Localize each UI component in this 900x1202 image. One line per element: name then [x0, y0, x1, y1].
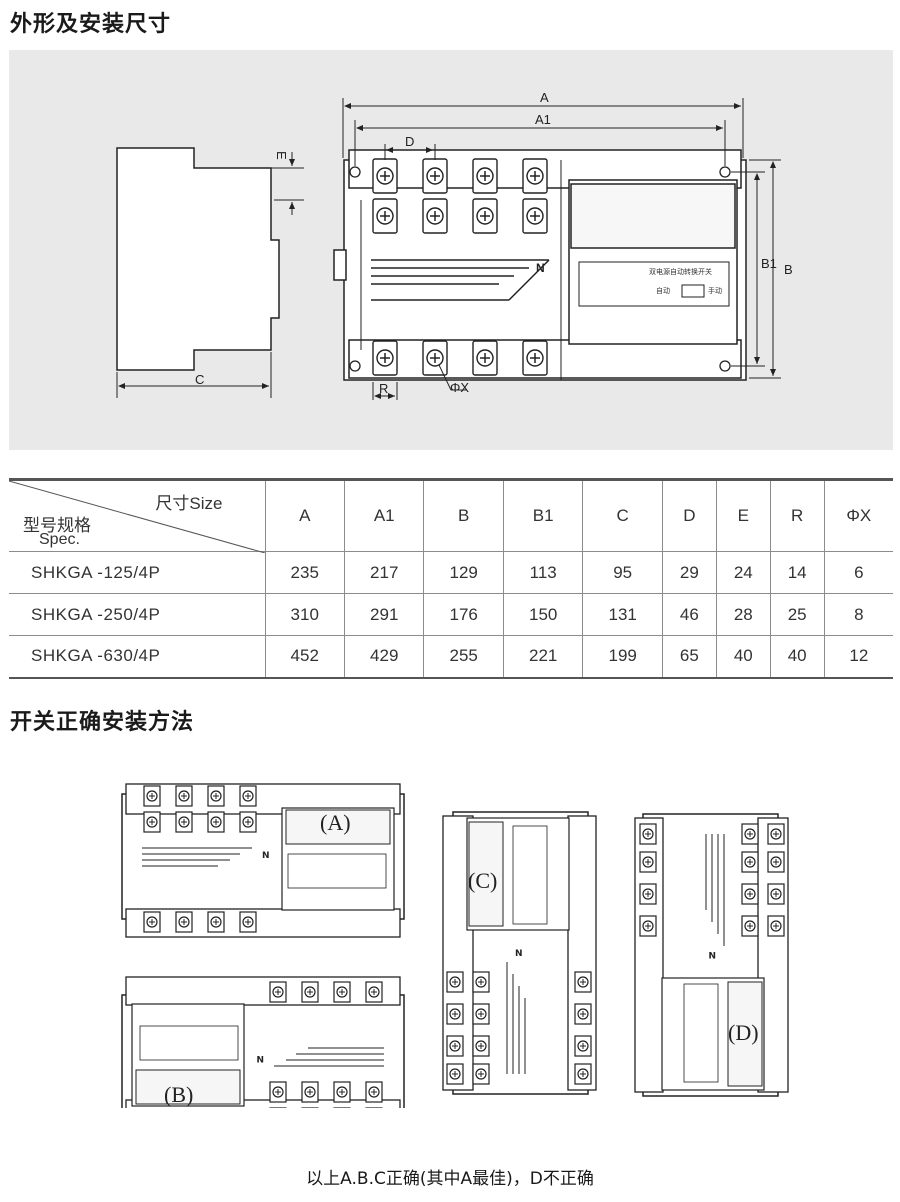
panel-title: 双电源自动转换开关 — [649, 267, 712, 276]
table-cell: 29 — [661, 551, 717, 594]
table-cell: 46 — [661, 593, 717, 636]
table-cell: 24 — [715, 551, 771, 594]
table-cell: 235 — [264, 551, 345, 594]
corner-model-label: 型号规格 — [23, 516, 91, 535]
table-cell: 95 — [582, 551, 663, 594]
corner-spec-label: Spec. — [39, 531, 80, 548]
column-header: E — [715, 478, 771, 552]
manual-label: 手动 — [708, 286, 722, 295]
model-cell: SHKGA -630/4P — [9, 635, 266, 679]
install-label-a: (A) — [320, 810, 351, 835]
dim-label-c: C — [195, 372, 204, 387]
table-cell: 113 — [502, 551, 584, 594]
install-diagram-d — [635, 814, 788, 1096]
table-row: SHKGA -250/4P 310 291 176 150 131 46 28 … — [9, 593, 893, 636]
dimension-drawing-panel: C E N 双电源自动转换开关 自动 手动 — [9, 50, 893, 450]
section-title-installation: 开关正确安装方法 — [10, 710, 195, 735]
dimension-drawing: C E N 双电源自动转换开关 自动 手动 — [116, 90, 793, 400]
table-cell: 452 — [264, 635, 345, 679]
table-cell: 199 — [582, 635, 663, 679]
table-cell: 8 — [823, 593, 893, 636]
dim-label-e: E — [274, 151, 289, 160]
dimension-table: 尺寸Size 型号规格 Spec. A A1 B B1 C D E R ΦX S… — [9, 478, 893, 679]
install-label-d: (D) — [728, 1020, 759, 1045]
label-n: N — [536, 261, 545, 275]
table-cell: 221 — [502, 635, 584, 679]
table-cell: 129 — [423, 551, 504, 594]
model-cell: SHKGA -250/4P — [9, 593, 266, 636]
install-label-b: (B) — [164, 1082, 193, 1107]
table-cell: 131 — [582, 593, 663, 636]
dim-label-d: D — [405, 134, 414, 149]
table-cell: 255 — [423, 635, 504, 679]
dim-label-b1: B1 — [761, 256, 777, 271]
dim-label-r: R — [379, 381, 388, 396]
table-cell: 28 — [715, 593, 771, 636]
table-cell: 150 — [502, 593, 584, 636]
column-header: R — [769, 478, 825, 552]
dim-label-phix: ΦX — [450, 380, 469, 395]
table-cell: 40 — [715, 635, 771, 679]
table-cell: 429 — [343, 635, 425, 679]
side-view — [116, 147, 304, 398]
table-cell: 40 — [769, 635, 825, 679]
installation-drawings: N N (A) (B) (C) (D) — [110, 778, 800, 1108]
table-cell: 291 — [343, 593, 425, 636]
section-title-dimensions: 外形及安装尺寸 — [10, 12, 172, 37]
table-cell: 176 — [423, 593, 504, 636]
install-diagram-c — [443, 812, 596, 1094]
table-cell: 65 — [661, 635, 717, 679]
model-cell: SHKGA -125/4P — [9, 551, 266, 594]
install-label-c: (C) — [468, 868, 497, 893]
table-row: SHKGA -630/4P 452 429 255 221 199 65 40 … — [9, 635, 893, 679]
table-cell: 310 — [264, 593, 345, 636]
install-diagram-a — [122, 784, 404, 937]
table-row: SHKGA -125/4P 235 217 129 113 95 29 24 1… — [9, 551, 893, 594]
auto-label: 自动 — [656, 286, 670, 295]
table-header-row: 尺寸Size 型号规格 Spec. A A1 B B1 C D E R ΦX — [9, 478, 893, 553]
table-cell: 12 — [823, 635, 893, 679]
table-cell: 25 — [769, 593, 825, 636]
column-header: C — [582, 478, 663, 552]
column-header: B1 — [502, 478, 584, 552]
table-cell: 6 — [823, 551, 893, 594]
column-header: ΦX — [823, 478, 893, 552]
mounting-holes — [349, 166, 731, 372]
table-cell: 217 — [343, 551, 425, 594]
dim-label-b: B — [784, 262, 793, 277]
installation-caption: 以上A.B.C正确(其中A最佳)，D不正确 — [306, 1169, 594, 1189]
table-corner-cell: 尺寸Size 型号规格 Spec. — [9, 478, 266, 553]
corner-size-label: 尺寸Size — [155, 494, 223, 513]
dim-label-a: A — [540, 90, 549, 105]
dim-label-a1: A1 — [535, 112, 551, 127]
column-header: B — [423, 478, 504, 552]
column-header: A1 — [343, 478, 425, 552]
column-header: A — [264, 478, 345, 552]
table-cell: 14 — [769, 551, 825, 594]
column-header: D — [661, 478, 717, 552]
